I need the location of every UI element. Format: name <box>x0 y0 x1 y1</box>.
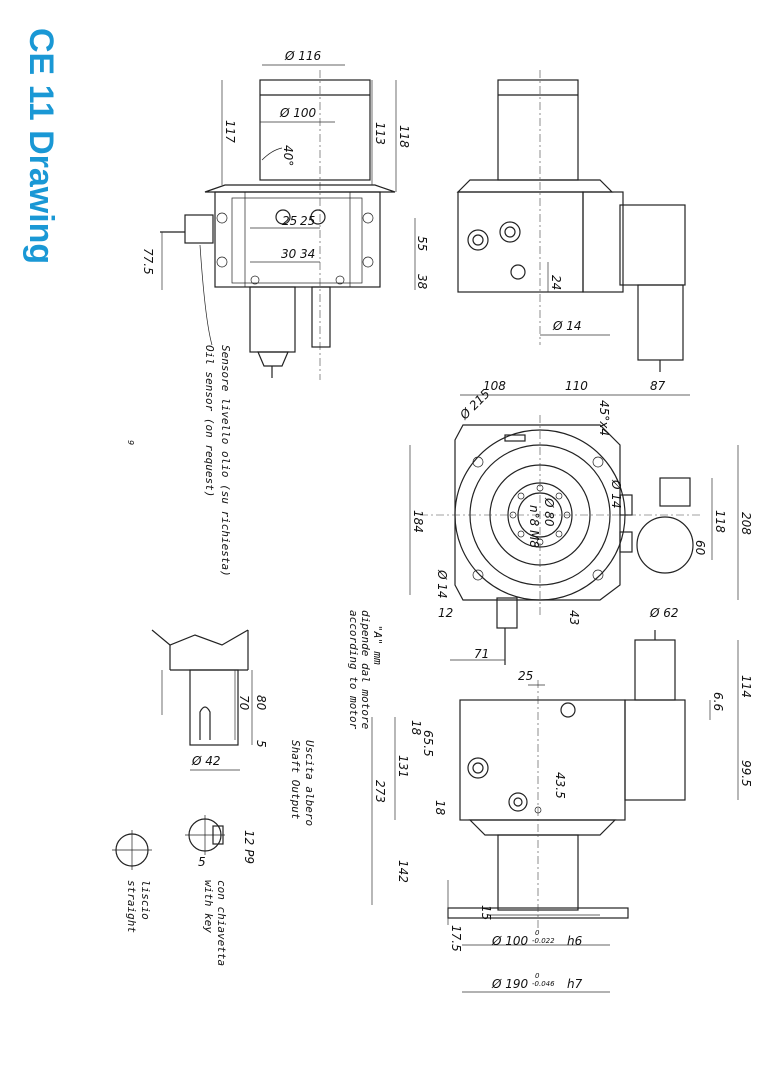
dim-118: 118 <box>397 125 411 148</box>
sensor-label-en: Oil sensor (on request) <box>203 345 216 497</box>
dim-dia-62: Ø 62 <box>649 606 679 620</box>
view-1b-side <box>414 70 686 372</box>
shaft-detail <box>112 629 253 870</box>
dim-dia-80: Ø 80 <box>542 497 556 527</box>
shaft-label-en: Shaft Output <box>289 740 302 820</box>
h7-tol-upper: 0 <box>535 972 540 980</box>
dim-142: 142 <box>396 860 410 883</box>
h7-tol-lower: -0.046 <box>532 980 555 988</box>
view-1b-labels: 55 38 24 Ø 14 <box>415 236 582 333</box>
motor-note-en: according to motor <box>347 610 360 730</box>
dim-dia-190-h7: Ø 190 0 -0.046 h7 <box>491 972 583 991</box>
dim-117: 117 <box>223 120 237 143</box>
motor-note-a: "A" mm <box>371 625 384 665</box>
dim-dia-116: Ø 116 <box>284 49 322 63</box>
dim-108: 108 <box>483 379 506 393</box>
dim-114: 114 <box>739 675 753 698</box>
plain-label-it: liscio <box>139 880 152 920</box>
dim-131: 131 <box>396 755 410 778</box>
dim-12: 12 <box>438 606 453 620</box>
dim-6-6: 6.6 <box>711 692 725 711</box>
motor-note-it: dipende dal motore <box>359 610 372 730</box>
h7-fit: h7 <box>567 977 583 991</box>
key-label-it: con chiavetta <box>215 880 228 966</box>
dim-24: 24 <box>549 275 563 290</box>
dim-38: 38 <box>415 274 429 290</box>
dim-43: 43 <box>567 610 581 625</box>
dim-45x4: 45°x4 <box>597 400 611 436</box>
dim-dia-14-flange: Ø 14 <box>609 479 623 509</box>
dim-30: 30 <box>281 247 297 261</box>
dim-dia-42: Ø 42 <box>191 754 221 768</box>
view-2-labels: 108 110 87 45°x4 Ø 215 Ø 14 Ø 80 n°8 M8 … <box>411 379 753 661</box>
dim-15: 15 <box>479 905 493 920</box>
dim-5: 5 <box>254 740 268 748</box>
dim-25b: 25 <box>300 214 315 228</box>
dim-dia-215: Ø 215 <box>457 387 493 423</box>
sensor-label-it: Sensore livello olio (su richiesta) <box>219 345 232 577</box>
dim-n8-m8: n°8 M8 <box>527 505 541 548</box>
view-3-side <box>371 630 739 946</box>
dim-12-p9: 12 P9 <box>242 830 256 864</box>
view-1-side <box>160 64 397 380</box>
dim-dia-100: Ø 100 <box>279 106 317 120</box>
dim-key-5: 5 <box>198 855 206 869</box>
dim-18-b: 18 <box>433 800 447 816</box>
dim-25-b: 25 <box>518 669 533 683</box>
dim-55: 55 <box>415 236 429 251</box>
dim-70: 70 <box>237 695 251 711</box>
dim-60: 60 <box>693 540 707 556</box>
dim-87: 87 <box>650 379 666 393</box>
h6-tol-upper: 0 <box>535 929 540 937</box>
dim-17-5: 17.5 <box>449 925 463 952</box>
shaft-labels: 80 70 5 Ø 42 Uscita albero Shaft Output … <box>125 695 316 966</box>
dim-110: 110 <box>565 379 588 393</box>
dim-113: 113 <box>373 122 387 145</box>
dim-208: 208 <box>739 512 753 535</box>
dim-40deg: 40° <box>281 145 295 166</box>
dim-80: 80 <box>254 695 268 711</box>
key-label-en: with key <box>202 880 215 933</box>
dim-34: 34 <box>300 247 315 261</box>
view-1-labels: Ø 116 Ø 100 117 113 118 40° 25 25 30 34 … <box>126 49 411 577</box>
dim-273: 273 <box>373 780 387 803</box>
view-2-front <box>409 394 739 665</box>
dim-65-5: 65.5 <box>421 730 435 757</box>
dim-118-b: 118 <box>713 510 727 533</box>
dim-25a: 25 <box>282 214 297 228</box>
h6-main: Ø 100 <box>491 934 529 948</box>
dim-99-5: 99.5 <box>739 760 753 787</box>
h6-fit: h6 <box>567 934 583 948</box>
dim-77-5: 77.5 <box>141 248 155 275</box>
dim-43-5: 43.5 <box>553 772 567 799</box>
dim-dia-14-side: Ø 14 <box>435 569 449 599</box>
dim-184: 184 <box>411 510 425 533</box>
stray-mark: 9 <box>126 440 135 445</box>
plain-label-en: straight <box>125 880 138 933</box>
view-3-labels: "A" mm dipende dal motore according to m… <box>347 610 753 993</box>
dim-dia-14-top: Ø 14 <box>552 319 582 333</box>
h6-tol-lower: -0.022 <box>532 937 555 945</box>
dim-71: 71 <box>474 647 489 661</box>
dim-18-a: 18 <box>409 720 423 736</box>
h7-main: Ø 190 <box>491 977 529 991</box>
dim-dia-100-h6: Ø 100 0 -0.022 h6 <box>491 929 583 948</box>
shaft-label-it: Uscita albero <box>303 740 316 826</box>
